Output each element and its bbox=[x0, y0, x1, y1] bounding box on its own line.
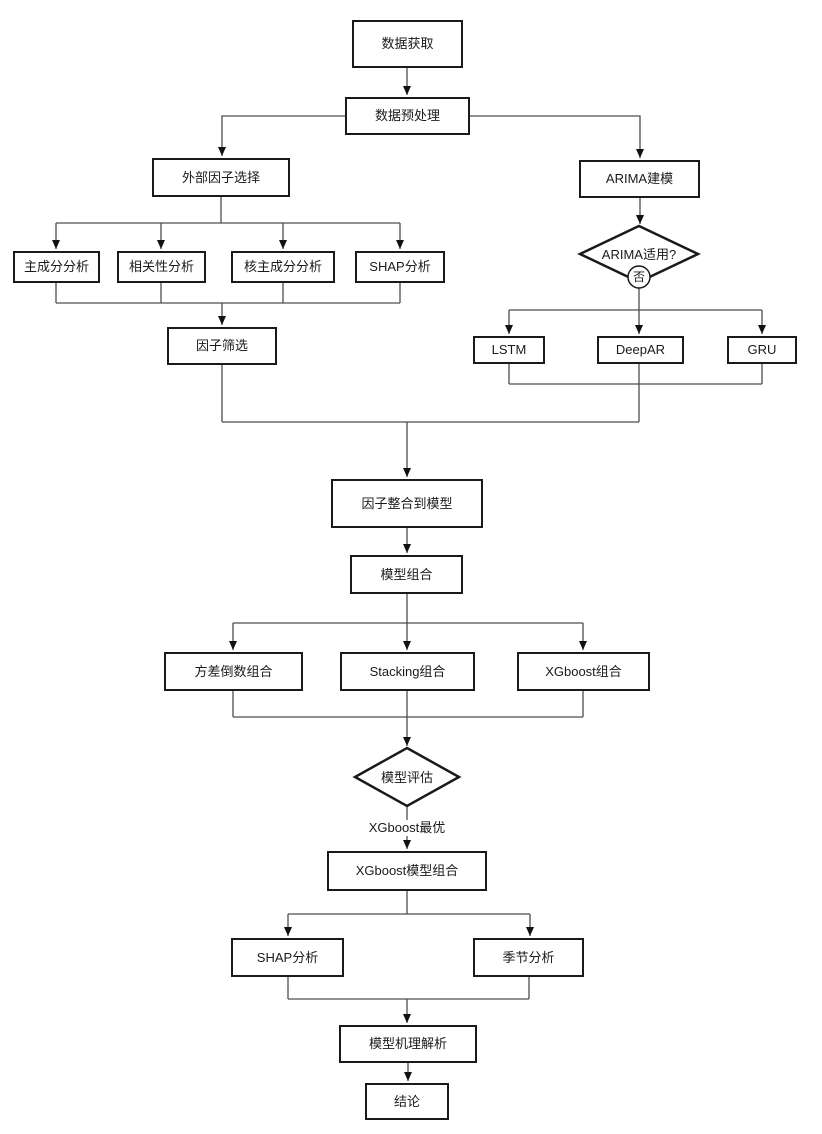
node-factor-screening-label: 因子筛选 bbox=[195, 338, 248, 354]
decision-model-evaluation-shape bbox=[352, 746, 462, 808]
node-external-factor-selection: 外部因子选择 bbox=[152, 158, 290, 197]
node-xgboost-combo: XGboost组合 bbox=[517, 652, 650, 691]
node-model-mechanism-analysis: 模型机理解析 bbox=[339, 1025, 477, 1063]
node-shap-analysis-model-label: SHAP分析 bbox=[256, 949, 319, 965]
node-arima-modeling-label: ARIMA建模 bbox=[605, 171, 674, 187]
node-conclusion-label: 结论 bbox=[393, 1093, 420, 1109]
node-shap-analysis-factors: SHAP分析 bbox=[355, 251, 445, 283]
node-variance-inverse-combo: 方差倒数组合 bbox=[164, 652, 303, 691]
node-deepar: DeepAR bbox=[597, 336, 684, 364]
node-arima-modeling: ARIMA建模 bbox=[579, 160, 700, 198]
node-shap-analysis-model: SHAP分析 bbox=[231, 938, 344, 977]
node-model-combination: 模型组合 bbox=[350, 555, 463, 594]
node-kernel-pca: 核主成分分析 bbox=[231, 251, 335, 283]
node-xgboost-combo-label: XGboost组合 bbox=[545, 663, 622, 679]
node-gru-label: GRU bbox=[747, 342, 777, 358]
no-branch-circle bbox=[627, 265, 651, 289]
node-lstm-label: LSTM bbox=[491, 342, 527, 358]
node-pca-label: 主成分分析 bbox=[23, 259, 89, 275]
decision-model-evaluation-label: 模型评估 bbox=[380, 770, 433, 785]
node-stacking-combo: Stacking组合 bbox=[340, 652, 475, 691]
edge-label-xgboost-best: XGboost最优 bbox=[347, 820, 467, 836]
no-branch-label: 否 bbox=[632, 270, 645, 284]
node-seasonal-analysis: 季节分析 bbox=[473, 938, 584, 977]
node-shap-analysis-factors-label: SHAP分析 bbox=[369, 259, 431, 275]
node-data-preprocessing-label: 数据预处理 bbox=[374, 108, 440, 124]
node-data-acquisition: 数据获取 bbox=[352, 20, 463, 68]
node-model-mechanism-analysis-label: 模型机理解析 bbox=[368, 1036, 447, 1052]
node-model-combination-label: 模型组合 bbox=[380, 566, 433, 582]
node-data-acquisition-label: 数据获取 bbox=[381, 36, 434, 52]
node-factor-screening: 因子筛选 bbox=[167, 327, 277, 365]
node-correlation-analysis-label: 相关性分析 bbox=[128, 259, 194, 275]
node-correlation-analysis: 相关性分析 bbox=[117, 251, 206, 283]
node-xgboost-model-combo-label: XGboost模型组合 bbox=[355, 863, 459, 879]
node-pca: 主成分分析 bbox=[13, 251, 100, 283]
node-conclusion: 结论 bbox=[365, 1083, 449, 1120]
node-seasonal-analysis-label: 季节分析 bbox=[502, 949, 555, 965]
node-gru: GRU bbox=[727, 336, 797, 364]
node-variance-inverse-combo-label: 方差倒数组合 bbox=[194, 663, 273, 679]
node-deepar-label: DeepAR bbox=[615, 342, 666, 358]
node-data-preprocessing: 数据预处理 bbox=[345, 97, 470, 135]
node-factor-integration-label: 因子整合到模型 bbox=[361, 495, 453, 511]
node-xgboost-model-combo: XGboost模型组合 bbox=[327, 851, 487, 891]
decision-arima-applicable-label: ARIMA适用? bbox=[601, 247, 677, 262]
node-external-factor-selection-label: 外部因子选择 bbox=[181, 169, 260, 185]
edges bbox=[52, 68, 766, 1081]
node-lstm: LSTM bbox=[473, 336, 545, 364]
node-stacking-combo-label: Stacking组合 bbox=[369, 663, 446, 679]
node-factor-integration: 因子整合到模型 bbox=[331, 479, 483, 528]
node-kernel-pca-label: 核主成分分析 bbox=[243, 259, 322, 275]
